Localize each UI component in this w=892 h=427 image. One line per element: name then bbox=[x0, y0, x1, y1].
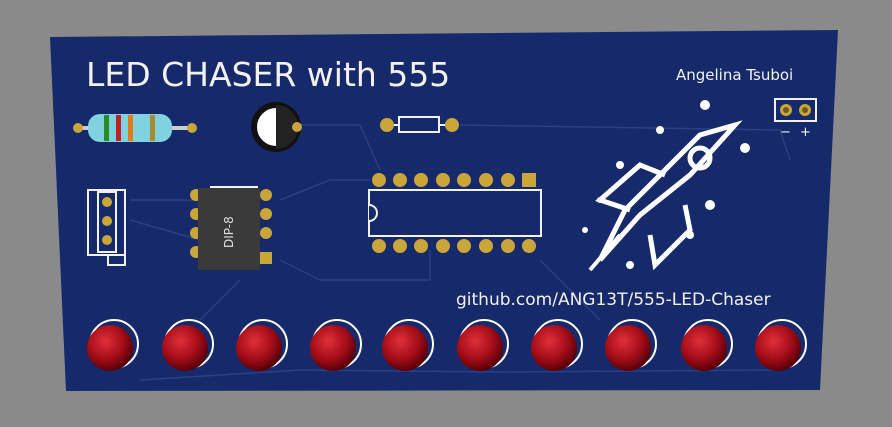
led bbox=[755, 319, 807, 371]
resistor-footprint bbox=[380, 116, 459, 133]
board-title: LED CHASER with 555 bbox=[86, 55, 450, 94]
ic-555-chip: DIP-8 bbox=[190, 186, 272, 270]
led-row bbox=[87, 319, 807, 371]
power-connector: − + bbox=[774, 98, 817, 140]
capacitor bbox=[251, 102, 302, 152]
led bbox=[310, 319, 362, 371]
chip-label: DIP-8 bbox=[222, 216, 236, 248]
plus-label: + bbox=[800, 125, 811, 140]
led bbox=[162, 319, 214, 371]
led bbox=[87, 319, 139, 371]
author-label: Angelina Tsuboi bbox=[676, 66, 793, 84]
led bbox=[382, 319, 434, 371]
led bbox=[236, 319, 288, 371]
potentiometer-footprint bbox=[87, 189, 126, 266]
led bbox=[531, 319, 583, 371]
resistor bbox=[73, 114, 197, 142]
led bbox=[605, 319, 657, 371]
traces bbox=[129, 124, 791, 381]
minus-label: − bbox=[780, 125, 791, 140]
repo-url: github.com/ANG13T/555-LED-Chaser bbox=[456, 290, 771, 310]
rocket-logo bbox=[582, 100, 750, 272]
pcb-board bbox=[50, 30, 838, 391]
ic-socket-footprint bbox=[368, 173, 542, 253]
led bbox=[681, 319, 733, 371]
led bbox=[457, 319, 509, 371]
